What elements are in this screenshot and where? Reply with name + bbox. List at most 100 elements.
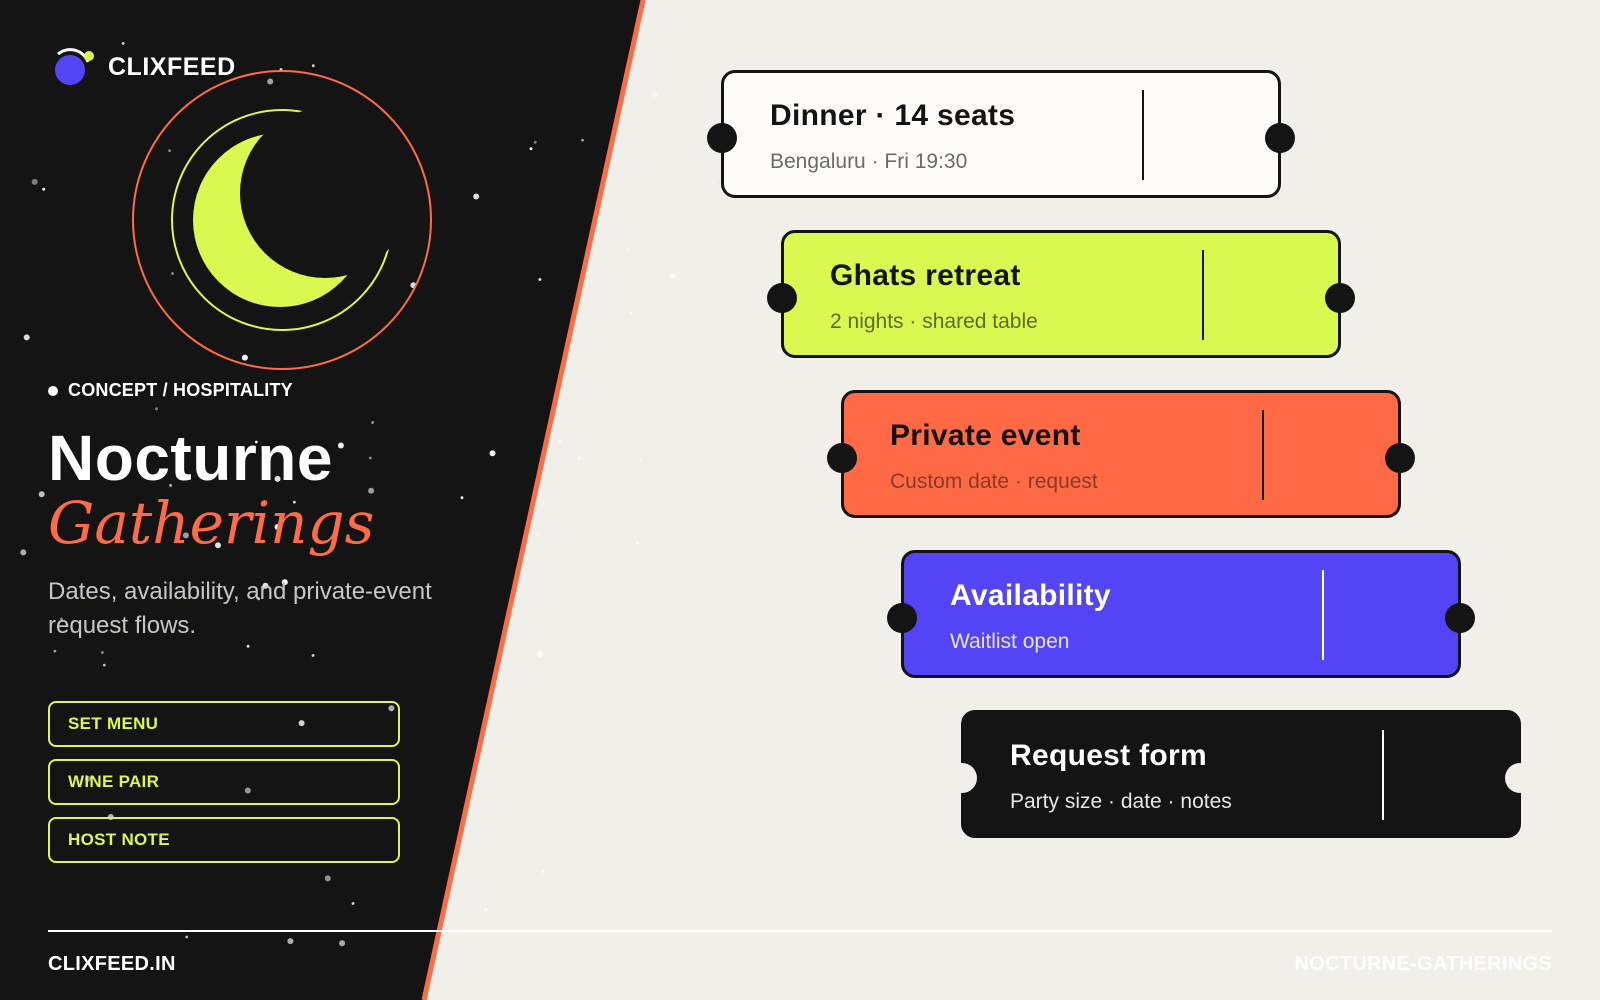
- tag-dot-icon: [48, 385, 58, 396]
- star: [274, 475, 281, 482]
- star: [60, 617, 63, 621]
- category-tag: CONCEPT / HOSPITALITY: [48, 380, 293, 401]
- ticket-notch: [767, 283, 797, 313]
- star: [121, 42, 125, 45]
- star: [281, 579, 288, 586]
- ticket-dinner[interactable]: Dinner · 14 seats Bengaluru · Fri 19:30: [707, 70, 1295, 198]
- star: [629, 311, 633, 315]
- star: [84, 775, 91, 782]
- star: [20, 549, 27, 556]
- ticket-title: Ghats retreat: [830, 259, 1021, 292]
- star: [473, 193, 480, 200]
- star: [636, 541, 639, 545]
- ticket-subtitle: 2 nights · shared table: [830, 310, 1038, 333]
- ticket-divider: [1202, 250, 1204, 340]
- star: [311, 654, 315, 657]
- star: [581, 138, 584, 142]
- dark-panel: [0, 0, 643, 1000]
- star: [168, 149, 172, 153]
- star: [155, 407, 159, 411]
- footer-project-slug: NOCTURNE-GATHERINGS: [1294, 953, 1552, 975]
- star: [339, 940, 346, 947]
- star: [293, 500, 296, 504]
- star: [541, 870, 545, 873]
- star: [484, 908, 488, 912]
- hero-title: Nocturne: [48, 422, 333, 494]
- star: [371, 421, 374, 424]
- star: [185, 935, 189, 939]
- star: [460, 496, 464, 500]
- star: [639, 458, 643, 462]
- star: [257, 597, 260, 601]
- star: [53, 649, 57, 653]
- ticket-notch: [827, 443, 857, 473]
- host-note-button[interactable]: HOST NOTE: [48, 817, 400, 863]
- wine-pair-button[interactable]: WINE PAIR: [48, 759, 400, 805]
- star: [536, 534, 540, 537]
- star: [102, 663, 106, 667]
- ticket-subtitle: Party size · date · notes: [1010, 790, 1232, 813]
- ticket-notch: [947, 763, 977, 793]
- ticket-divider: [1382, 730, 1384, 820]
- ticket-private-event[interactable]: Private event Custom date · request: [827, 390, 1415, 518]
- star: [100, 651, 104, 654]
- ticket-subtitle: Waitlist open: [950, 630, 1070, 653]
- star: [537, 650, 543, 657]
- ticket-divider: [1142, 90, 1144, 180]
- ticket-subtitle: Bengaluru · Fri 19:30: [770, 150, 968, 173]
- star: [287, 938, 294, 945]
- ticket-availability[interactable]: Availability Waitlist open: [887, 550, 1475, 678]
- footer-site-link[interactable]: CLIXFEED.IN: [48, 953, 176, 975]
- ticket-title: Private event: [890, 419, 1081, 452]
- star: [23, 334, 30, 341]
- ticket-notch: [1445, 603, 1475, 633]
- star: [368, 456, 372, 460]
- star: [31, 178, 38, 185]
- star: [267, 78, 274, 85]
- star: [182, 532, 189, 539]
- ticket-notch: [1325, 283, 1355, 313]
- ticket-notch: [1265, 123, 1295, 153]
- star: [529, 147, 533, 151]
- hero-description: Dates, availability, and private-event r…: [48, 578, 432, 639]
- orbit-logo-icon: [48, 44, 94, 90]
- star: [311, 64, 315, 68]
- star: [42, 187, 46, 191]
- ticket-subtitle: Custom date · request: [890, 470, 1098, 493]
- star: [298, 720, 305, 727]
- star: [577, 456, 581, 460]
- star: [558, 439, 562, 443]
- brand-name: CLIXFEED: [108, 52, 236, 81]
- ticket-notch: [1385, 443, 1415, 473]
- brand[interactable]: CLIXFEED: [48, 44, 236, 90]
- star: [489, 450, 496, 457]
- hero-title-accent: Gatherings: [48, 489, 375, 557]
- ticket-ghats-retreat[interactable]: Ghats retreat 2 nights · shared table: [767, 230, 1355, 358]
- ticket-divider: [1322, 570, 1324, 660]
- ticket-notch: [887, 603, 917, 633]
- star: [215, 542, 221, 549]
- star: [337, 442, 344, 449]
- orange-edge: [421, 0, 646, 1000]
- ticket-title: Dinner · 14 seats: [770, 99, 1016, 132]
- ticket-divider: [1262, 410, 1264, 500]
- star: [351, 902, 355, 905]
- star: [538, 278, 542, 281]
- star: [171, 272, 174, 275]
- star: [169, 484, 173, 487]
- category-label: CONCEPT / HOSPITALITY: [68, 380, 293, 400]
- star: [324, 875, 331, 882]
- set-menu-button[interactable]: SET MENU: [48, 701, 400, 747]
- ticket-notch: [707, 123, 737, 153]
- star: [244, 787, 251, 794]
- ticket-request-form[interactable]: Request form Party size · date · notes: [947, 710, 1535, 838]
- star: [711, 182, 714, 186]
- star: [241, 354, 248, 361]
- star: [625, 247, 629, 251]
- star: [368, 487, 375, 494]
- star: [38, 491, 45, 498]
- star: [669, 273, 676, 279]
- star: [652, 91, 659, 98]
- star: [262, 582, 269, 589]
- star: [254, 440, 258, 444]
